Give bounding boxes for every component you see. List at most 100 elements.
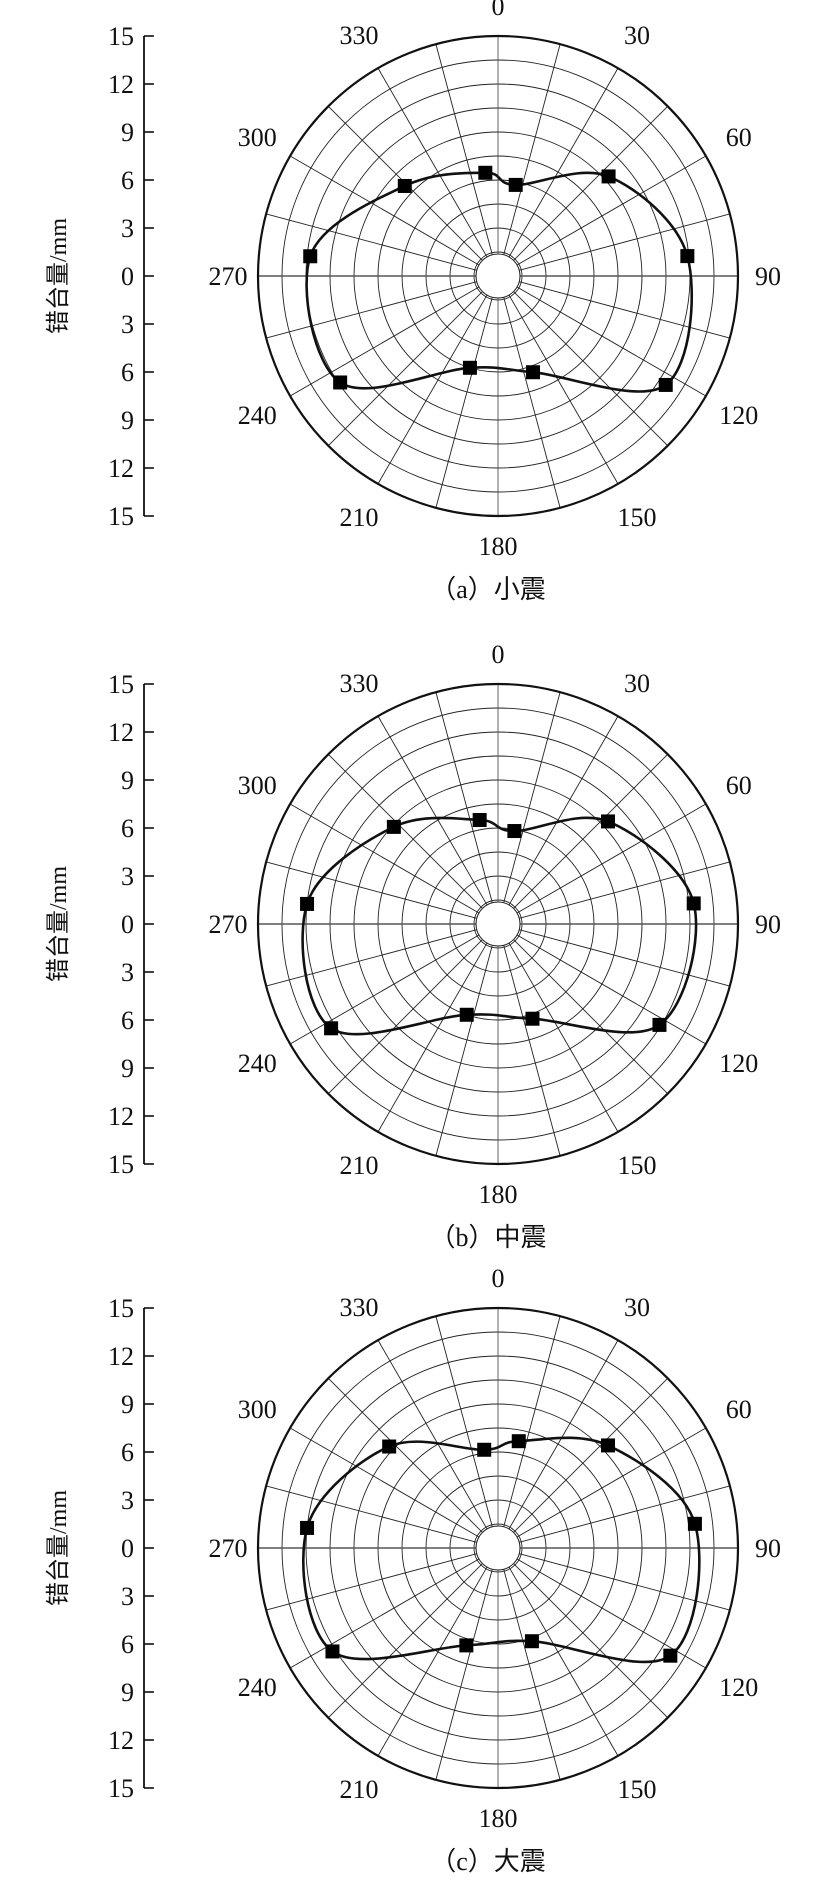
- y-tick-label: 0: [121, 1534, 134, 1563]
- outer-circle: [256, 682, 740, 1166]
- y-tick-label: 0: [121, 262, 134, 291]
- angle-label: 330: [340, 1293, 379, 1322]
- grid-spoke: [289, 1558, 480, 1669]
- y-tick-label: 15: [108, 1774, 134, 1803]
- y-tick-label: 6: [121, 1438, 134, 1467]
- angle-label: 330: [340, 21, 379, 50]
- y-axis-label: 错台量/mm: [45, 866, 72, 982]
- y-tick-label: 9: [121, 1054, 134, 1083]
- grid-spoke: [503, 1569, 561, 1780]
- grid-spoke: [508, 942, 619, 1133]
- data-point-marker: [478, 165, 493, 180]
- grid-spoke: [377, 1339, 488, 1530]
- angle-label: 60: [726, 1395, 752, 1424]
- y-axis-label: 错台量/mm: [45, 1490, 72, 1606]
- grid-spoke: [516, 286, 707, 397]
- polar-chart-a: 0306090120150180210240270300330151296303…: [45, 0, 781, 604]
- angle-label: 300: [238, 1395, 277, 1424]
- angle-label: 330: [340, 669, 379, 698]
- grid-spoke: [516, 1558, 707, 1669]
- chart-caption: （b）中震: [429, 1223, 546, 1252]
- grid-spoke: [508, 67, 619, 258]
- y-tick-label: 6: [121, 1006, 134, 1035]
- y-axis-label: 错台量/mm: [45, 218, 72, 334]
- grid-spoke: [377, 294, 488, 485]
- grid-spoke: [516, 155, 707, 266]
- data-point-marker: [508, 177, 523, 192]
- data-point-marker: [680, 249, 695, 264]
- polar-chart-c: 0306090120150180210240270300330151296303…: [45, 1264, 781, 1876]
- data-point-marker: [658, 377, 673, 392]
- y-tick-label: 6: [121, 166, 134, 195]
- data-point-marker: [526, 365, 541, 380]
- center-hole: [475, 1525, 521, 1571]
- angle-label: 150: [618, 503, 657, 532]
- angle-label: 30: [624, 21, 650, 50]
- grid-spoke: [266, 281, 477, 339]
- grid-spoke: [503, 1316, 561, 1527]
- grid-spoke: [327, 939, 483, 1095]
- y-tick-label: 12: [108, 1726, 134, 1755]
- angle-label: 270: [209, 1534, 248, 1563]
- y-tick-label: 12: [108, 70, 134, 99]
- angle-label: 0: [492, 1264, 505, 1293]
- y-tick-label: 9: [121, 406, 134, 435]
- angle-label: 210: [340, 1775, 379, 1804]
- y-tick-label: 12: [108, 1342, 134, 1371]
- grid-spoke: [266, 1485, 477, 1543]
- data-point-marker: [300, 896, 315, 911]
- data-point-marker: [459, 1638, 474, 1653]
- data-point-marker: [459, 1007, 474, 1022]
- grid-spoke: [327, 291, 483, 447]
- grid-spoke: [519, 281, 730, 339]
- y-tick-label: 9: [121, 118, 134, 147]
- angle-label: 210: [340, 1151, 379, 1180]
- angle-label: 0: [492, 0, 505, 21]
- grid-spoke: [508, 715, 619, 906]
- y-tick-label: 6: [121, 814, 134, 843]
- angle-label: 120: [719, 1049, 758, 1078]
- y-tick-label: 3: [121, 958, 134, 987]
- grid-spoke: [513, 291, 669, 447]
- data-point-marker: [663, 1648, 678, 1663]
- angle-label: 180: [479, 532, 518, 561]
- angle-label: 90: [755, 262, 781, 291]
- grid-spoke: [327, 1377, 483, 1533]
- y-tick-label: 6: [121, 1630, 134, 1659]
- data-point-marker: [507, 824, 522, 839]
- y-tick-label: 15: [108, 670, 134, 699]
- y-tick-label: 9: [121, 1678, 134, 1707]
- grid-spoke: [519, 929, 730, 987]
- data-point-marker: [397, 178, 412, 193]
- data-point-marker: [687, 1516, 702, 1531]
- angle-label: 240: [238, 1673, 277, 1702]
- grid-spoke: [435, 692, 493, 903]
- angle-label: 270: [209, 910, 248, 939]
- outer-circle: [256, 1306, 740, 1790]
- grid-spoke: [513, 753, 669, 909]
- grid-spoke: [289, 1427, 480, 1538]
- grid-spoke: [513, 1563, 669, 1719]
- data-point-marker: [601, 169, 616, 184]
- angle-label: 120: [719, 401, 758, 430]
- angle-label: 300: [238, 123, 277, 152]
- data-point-marker: [462, 360, 477, 375]
- data-point-marker: [472, 813, 487, 828]
- grid-spoke: [508, 294, 619, 485]
- grid-spoke: [327, 1563, 483, 1719]
- grid-spoke: [513, 1377, 669, 1533]
- grid-spoke: [266, 213, 477, 271]
- grid-spoke: [435, 945, 493, 1156]
- grid-spoke: [377, 1566, 488, 1757]
- angle-label: 150: [618, 1775, 657, 1804]
- angle-label: 150: [618, 1151, 657, 1180]
- angle-label: 240: [238, 401, 277, 430]
- grid-spoke: [377, 715, 488, 906]
- angle-label: 60: [726, 771, 752, 800]
- y-tick-label: 3: [121, 862, 134, 891]
- grid-spoke: [516, 1427, 707, 1538]
- y-tick-label: 15: [108, 1294, 134, 1323]
- data-point-marker: [333, 375, 348, 390]
- data-point-marker: [652, 1017, 667, 1032]
- grid-spoke: [508, 1566, 619, 1757]
